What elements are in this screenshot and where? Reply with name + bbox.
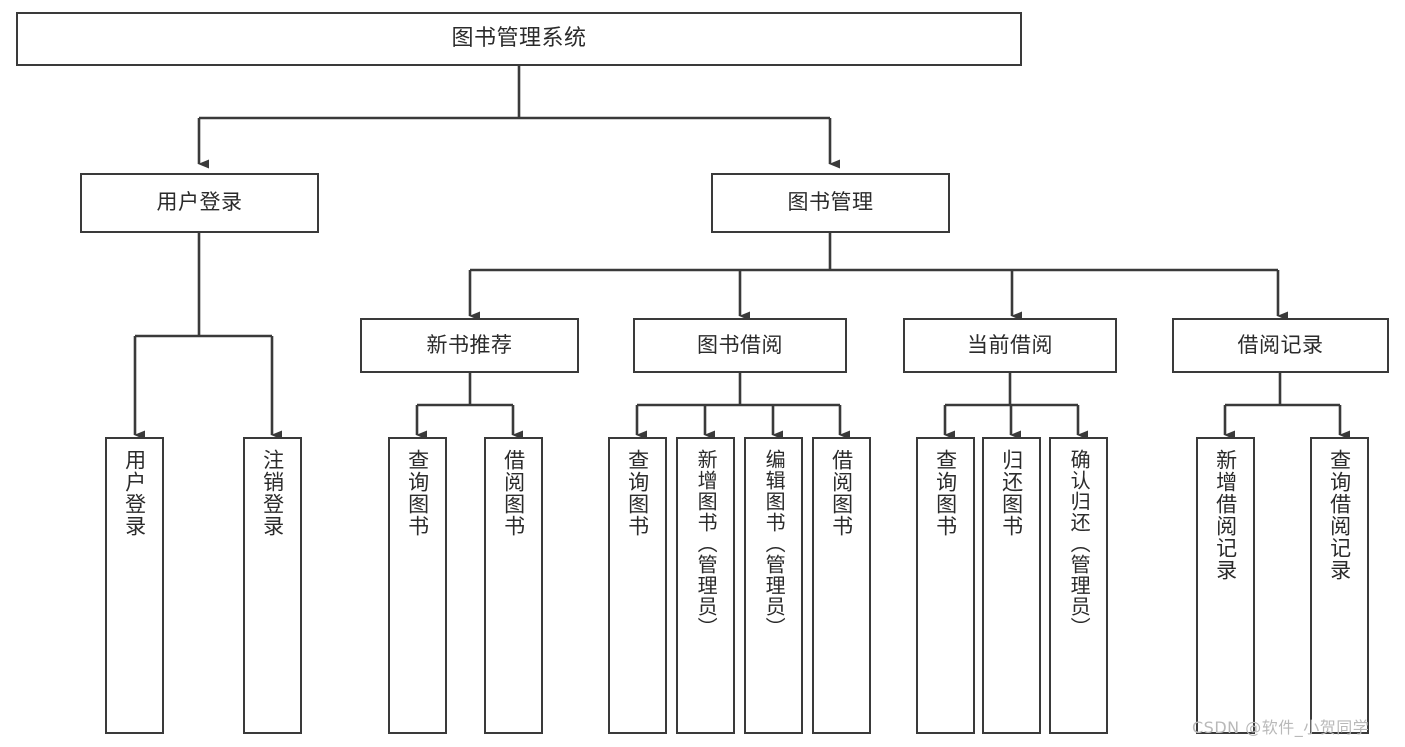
node-root-system[interactable]: 图书管理系统 bbox=[16, 12, 1022, 66]
node-label: 新增图书（管理员） bbox=[694, 449, 719, 638]
node-label: 图书借阅 bbox=[697, 332, 783, 357]
node-label: 编辑图书（管理员） bbox=[762, 449, 787, 638]
node-label: 借阅图书 bbox=[501, 449, 526, 537]
node-label: 新增借阅记录 bbox=[1213, 449, 1238, 581]
leaf-borrow-add-book-admin[interactable]: 新增图书（管理员） bbox=[676, 437, 735, 734]
node-book-borrow[interactable]: 图书借阅 bbox=[633, 318, 847, 373]
leaf-current-query-book[interactable]: 查询图书 bbox=[916, 437, 975, 734]
leaf-borrow-edit-book-admin[interactable]: 编辑图书（管理员） bbox=[744, 437, 803, 734]
node-label: 图书管理 bbox=[787, 190, 874, 215]
leaf-current-confirm-return-admin[interactable]: 确认归还（管理员） bbox=[1049, 437, 1108, 734]
leaf-user-login-login[interactable]: 用户登录 bbox=[105, 437, 164, 734]
node-current-borrow[interactable]: 当前借阅 bbox=[903, 318, 1117, 373]
node-label: 借阅图书 bbox=[829, 449, 854, 537]
leaf-records-query-record[interactable]: 查询借阅记录 bbox=[1310, 437, 1369, 734]
node-new-book-recommend[interactable]: 新书推荐 bbox=[360, 318, 579, 373]
node-label: 用户登录 bbox=[156, 190, 243, 215]
node-label: 图书管理系统 bbox=[451, 25, 587, 51]
watermark-text: CSDN @软件_小贺同学 bbox=[1192, 718, 1370, 737]
leaf-records-add-record[interactable]: 新增借阅记录 bbox=[1196, 437, 1255, 734]
node-label: 归还图书 bbox=[999, 449, 1024, 537]
node-label: 查询借阅记录 bbox=[1327, 449, 1352, 581]
node-label: 当前借阅 bbox=[967, 332, 1053, 357]
node-label: 查询图书 bbox=[625, 449, 650, 537]
node-book-management[interactable]: 图书管理 bbox=[711, 173, 950, 233]
node-label: 查询图书 bbox=[933, 449, 958, 537]
leaf-recommend-borrow-book[interactable]: 借阅图书 bbox=[484, 437, 543, 734]
node-user-login[interactable]: 用户登录 bbox=[80, 173, 319, 233]
node-borrow-records[interactable]: 借阅记录 bbox=[1172, 318, 1389, 373]
node-label: 新书推荐 bbox=[426, 332, 513, 357]
leaf-user-login-logout[interactable]: 注销登录 bbox=[243, 437, 302, 734]
leaf-borrow-borrow-book[interactable]: 借阅图书 bbox=[812, 437, 871, 734]
leaf-borrow-query-book[interactable]: 查询图书 bbox=[608, 437, 667, 734]
leaf-recommend-query-book[interactable]: 查询图书 bbox=[388, 437, 447, 734]
node-label: 注销登录 bbox=[260, 449, 285, 537]
leaf-current-return-book[interactable]: 归还图书 bbox=[982, 437, 1041, 734]
node-label: 用户登录 bbox=[122, 449, 147, 537]
node-label: 查询图书 bbox=[405, 449, 430, 537]
node-label: 借阅记录 bbox=[1237, 332, 1324, 357]
node-label: 确认归还（管理员） bbox=[1067, 449, 1092, 638]
